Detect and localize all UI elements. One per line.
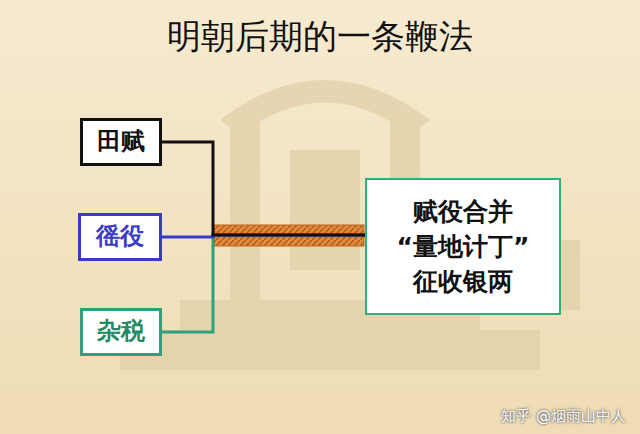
- source-box: 徭役: [78, 213, 162, 261]
- node-text: 徭役: [96, 220, 144, 254]
- connector-line: [162, 142, 365, 235]
- source-box: 杂税: [80, 308, 162, 356]
- connector-line: [162, 235, 365, 332]
- node-text: “量地计丁”: [397, 229, 530, 264]
- result-box: 赋役合并“量地计丁”征收银两: [365, 178, 561, 315]
- node-text: 赋役合并: [413, 194, 513, 229]
- node-text: 田赋: [97, 125, 145, 159]
- node-text: 杂税: [97, 315, 145, 349]
- diagram-title: 明朝后期的一条鞭法: [0, 14, 640, 60]
- source-box: 田赋: [80, 118, 162, 166]
- node-text: 征收银两: [413, 264, 513, 299]
- watermark: 知乎 @烟雨山中人: [501, 407, 626, 426]
